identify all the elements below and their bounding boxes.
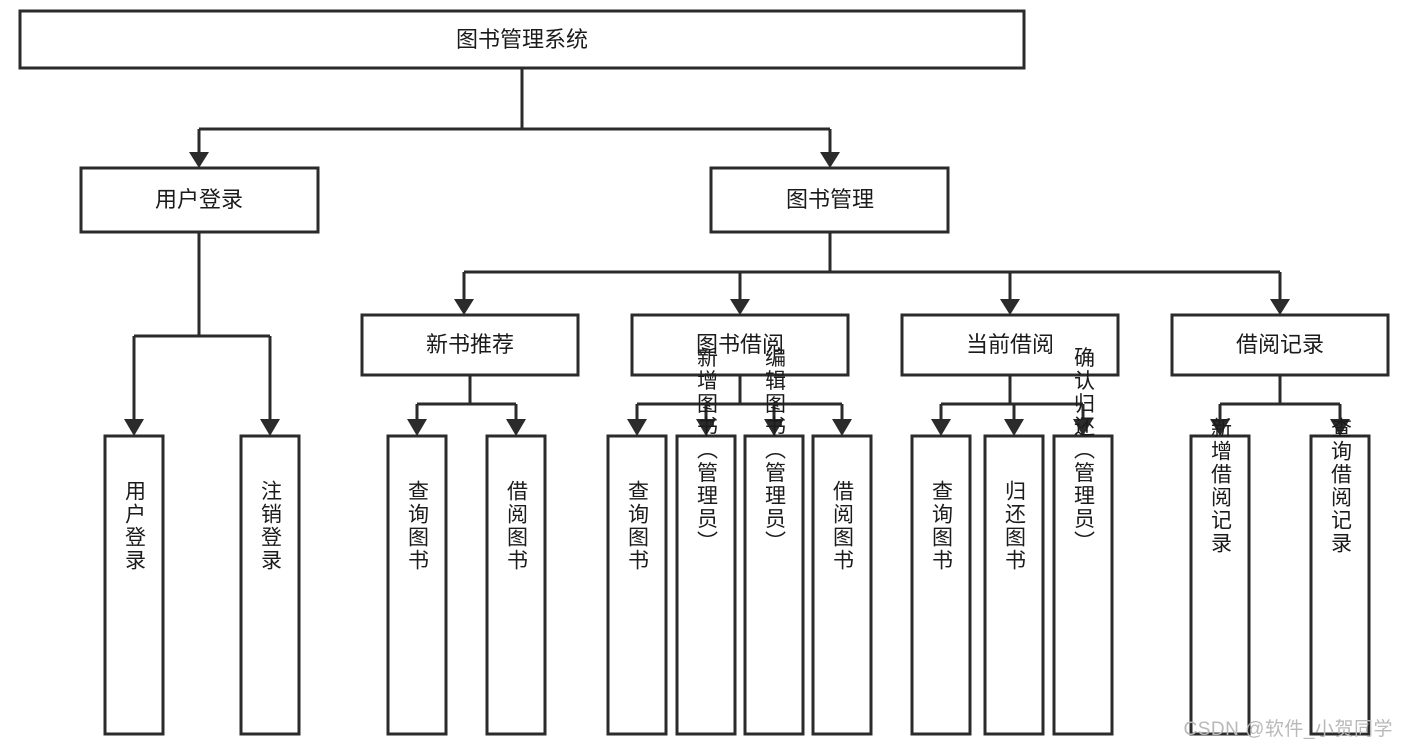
node-leaf-borrow-book-2-label: 借阅图书 xyxy=(831,480,855,572)
node-leaf-query-book-1[interactable]: 查询图书 xyxy=(386,434,448,736)
node-root-box[interactable] xyxy=(18,9,1026,70)
node-book-borrow-box[interactable] xyxy=(630,313,850,377)
node-leaf-query-book-1-box[interactable] xyxy=(386,434,448,736)
node-book-borrow-label: 图书借阅 xyxy=(696,332,784,357)
node-leaf-query-book-3-label: 查询图书 xyxy=(930,480,954,572)
node-leaf-add-book-box[interactable] xyxy=(675,434,737,736)
node-leaf-borrow-book-1-label: 借阅图书 xyxy=(505,480,529,572)
node-leaf-add-record-box[interactable] xyxy=(1189,434,1251,736)
node-leaf-edit-book-box[interactable] xyxy=(743,434,805,736)
arrow-to-user-login-icon xyxy=(189,152,209,168)
node-leaf-add-book[interactable]: 新增图书（管理员） xyxy=(675,347,737,736)
node-leaf-add-record[interactable]: 新增借阅记录 xyxy=(1189,417,1251,736)
edges-borrow-record-to-leaves xyxy=(1210,375,1350,436)
node-leaf-edit-book-label: 编辑图书（管理员） xyxy=(763,347,787,554)
node-leaf-add-book-label: 新增图书（管理员） xyxy=(695,347,719,554)
node-leaf-return-book-box[interactable] xyxy=(983,434,1045,736)
node-user-login[interactable]: 用户登录 xyxy=(79,166,320,234)
arrow-leaf-add-record-icon xyxy=(1210,419,1230,436)
arrow-to-borrow-record-icon xyxy=(1270,299,1290,315)
arrow-leaf-user-login-icon xyxy=(124,419,144,436)
node-book-borrow[interactable]: 图书借阅 xyxy=(630,313,850,377)
node-leaf-logout[interactable]: 注销登录 xyxy=(239,434,301,736)
node-leaf-borrow-book-2-box[interactable] xyxy=(811,434,873,736)
arrow-to-book-borrow-icon xyxy=(730,299,750,315)
arrow-leaf-confirm-return-icon xyxy=(1073,419,1093,436)
node-user-login-label: 用户登录 xyxy=(155,187,243,212)
arrow-leaf-edit-book-icon xyxy=(764,419,784,436)
edges-new-book-recommend-to-leaves xyxy=(407,375,526,436)
node-leaf-user-login-box[interactable] xyxy=(103,434,165,736)
node-borrow-record-box[interactable] xyxy=(1170,313,1390,377)
arrow-leaf-query-book-2-icon xyxy=(627,419,647,436)
arrow-leaf-query-book-1-icon xyxy=(407,419,427,436)
node-leaf-confirm-return-label: 确认归还（管理员） xyxy=(1072,347,1096,554)
edges-book-manage-to-level3 xyxy=(454,232,1290,315)
node-leaf-borrow-book-1-box[interactable] xyxy=(485,434,547,736)
node-leaf-query-record-label: 查询借阅记录 xyxy=(1329,417,1353,555)
node-leaf-confirm-return-box[interactable] xyxy=(1052,434,1114,736)
node-user-login-box[interactable] xyxy=(79,166,320,234)
node-leaf-query-record-box[interactable] xyxy=(1309,434,1371,736)
node-new-book-recommend-box[interactable] xyxy=(360,313,580,377)
node-root[interactable]: 图书管理系统 xyxy=(18,9,1026,70)
node-leaf-return-book[interactable]: 归还图书 xyxy=(983,434,1045,736)
arrow-to-current-borrow-icon xyxy=(1000,299,1020,315)
node-leaf-edit-book[interactable]: 编辑图书（管理员） xyxy=(743,347,805,736)
node-leaf-logout-label: 注销登录 xyxy=(259,480,283,572)
node-leaf-query-book-2[interactable]: 查询图书 xyxy=(606,434,668,736)
edges-root-to-level2 xyxy=(189,68,840,168)
node-book-manage-box[interactable] xyxy=(709,166,950,234)
node-leaf-borrow-book-2[interactable]: 借阅图书 xyxy=(811,434,873,736)
arrow-leaf-borrow-book-2-icon xyxy=(832,419,852,436)
node-leaf-logout-box[interactable] xyxy=(239,434,301,736)
node-new-book-recommend-label: 新书推荐 xyxy=(426,332,514,357)
node-leaf-user-login[interactable]: 用户登录 xyxy=(103,434,165,736)
node-borrow-record[interactable]: 借阅记录 xyxy=(1170,313,1390,377)
node-leaf-query-book-3[interactable]: 查询图书 xyxy=(910,434,972,736)
node-leaf-return-book-label: 归还图书 xyxy=(1003,480,1027,572)
node-book-manage[interactable]: 图书管理 xyxy=(709,166,950,234)
node-current-borrow-box[interactable] xyxy=(900,313,1120,377)
node-borrow-record-label: 借阅记录 xyxy=(1236,332,1324,357)
node-leaf-confirm-return[interactable]: 确认归还（管理员） xyxy=(1052,347,1114,736)
node-book-manage-label: 图书管理 xyxy=(786,187,874,212)
edges-current-borrow-to-leaves xyxy=(931,375,1093,436)
arrow-leaf-query-record-icon xyxy=(1330,419,1350,436)
node-leaf-query-book-3-box[interactable] xyxy=(910,434,972,736)
arrow-leaf-borrow-book-1-icon xyxy=(506,419,526,436)
arrow-to-book-manage-icon xyxy=(820,152,840,168)
node-root-label: 图书管理系统 xyxy=(456,27,588,52)
arrow-leaf-query-book-3-icon xyxy=(931,419,951,436)
node-leaf-query-book-1-label: 查询图书 xyxy=(406,480,430,572)
arrow-leaf-logout-icon xyxy=(260,419,280,436)
node-leaf-borrow-book-1[interactable]: 借阅图书 xyxy=(485,434,547,736)
node-new-book-recommend[interactable]: 新书推荐 xyxy=(360,313,580,377)
node-leaf-query-book-2-label: 查询图书 xyxy=(626,480,650,572)
node-current-borrow-label: 当前借阅 xyxy=(966,332,1054,357)
edges-book-borrow-to-leaves xyxy=(627,375,852,436)
csdn-watermark: CSDN @软件_小贺同学 xyxy=(1183,719,1393,740)
arrow-leaf-return-book-icon xyxy=(1004,419,1024,436)
node-leaf-add-record-label: 新增借阅记录 xyxy=(1209,417,1233,555)
edges-user-login-to-leaves xyxy=(124,232,280,436)
node-current-borrow[interactable]: 当前借阅 xyxy=(900,313,1120,377)
node-leaf-query-record[interactable]: 查询借阅记录 xyxy=(1309,417,1371,736)
node-leaf-query-book-2-box[interactable] xyxy=(606,434,668,736)
node-leaf-user-login-label: 用户登录 xyxy=(123,480,147,572)
arrow-leaf-add-book-icon xyxy=(696,419,716,436)
arrow-to-new-book-recommend-icon xyxy=(454,299,474,315)
